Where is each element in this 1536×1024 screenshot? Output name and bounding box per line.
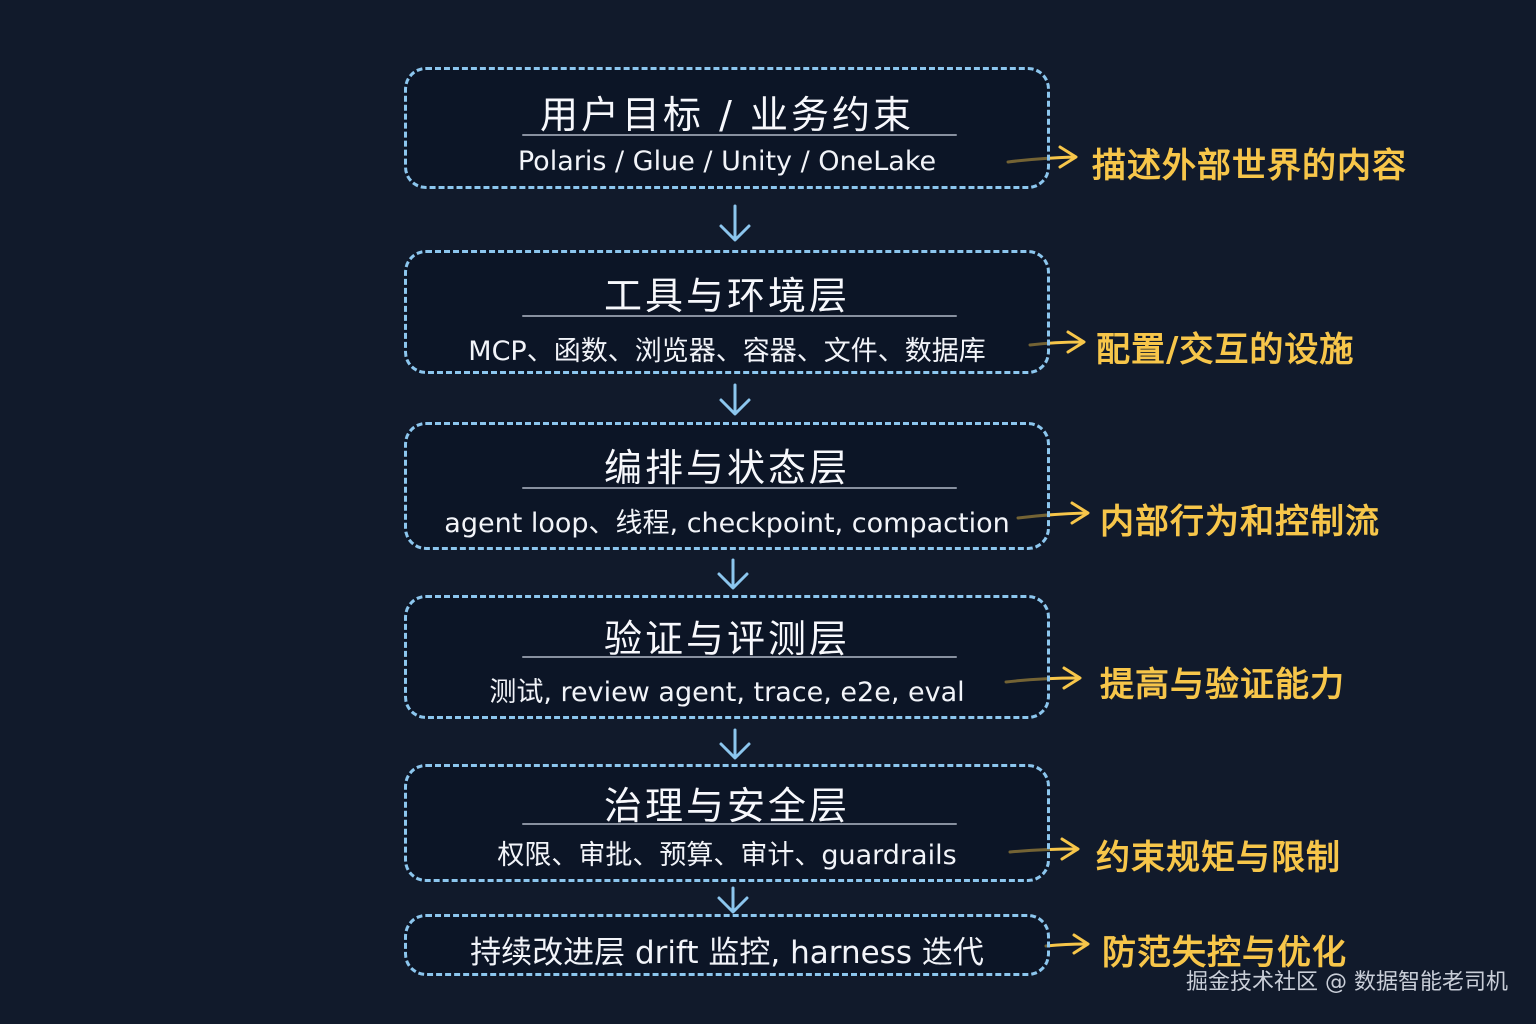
layer-divider — [522, 487, 958, 489]
layer-subtitle: agent loop、线程, checkpoint, compaction — [444, 508, 1010, 539]
watermark: 掘金技术社区 @ 数据智能老司机 — [1186, 970, 1508, 995]
layer-subtitle: 权限、审批、预算、审计、guardrails — [497, 840, 957, 871]
layer-box-verification-evaluation: 验证与评测层 测试, review agent, trace, e2e, eva… — [404, 595, 1050, 719]
layer-box-continuous-improvement: 持续改进层 drift 监控, harness 迭代 — [404, 914, 1050, 976]
flow-arrow-1-2 — [719, 204, 751, 242]
layer-title: 持续改进层 drift 监控, harness 迭代 — [470, 935, 984, 971]
layer-box-tools-environment: 工具与环境层 MCP、函数、浏览器、容器、文件、数据库 — [404, 250, 1050, 374]
layer-divider — [522, 315, 958, 317]
layer-title: 工具与环境层 — [603, 274, 850, 318]
flow-arrow-2-3 — [719, 383, 751, 416]
layer-divider — [522, 656, 958, 658]
layer-subtitle: MCP、函数、浏览器、容器、文件、数据库 — [468, 336, 986, 367]
layer-title: 用户目标 / 业务约束 — [540, 93, 914, 137]
layer-title: 编排与状态层 — [603, 446, 850, 490]
layer-box-orchestration-state: 编排与状态层 agent loop、线程, checkpoint, compac… — [404, 422, 1050, 550]
layer-note: 提高与验证能力 — [1100, 665, 1345, 705]
layer-divider — [522, 823, 958, 825]
layer-box-user-goals: 用户目标 / 业务约束 Polaris / Glue / Unity / One… — [404, 67, 1050, 189]
layer-note: 防范失控与优化 — [1102, 933, 1347, 973]
layer-note: 配置/交互的设施 — [1096, 330, 1355, 370]
layer-note: 描述外部世界的内容 — [1092, 146, 1407, 186]
flow-arrow-4-5 — [719, 728, 751, 760]
layer-divider — [522, 134, 958, 136]
layer-title: 验证与评测层 — [603, 617, 850, 661]
flow-arrow-5-6 — [717, 886, 749, 914]
layer-box-governance-security: 治理与安全层 权限、审批、预算、审计、guardrails — [404, 764, 1050, 882]
note-arrow-6 — [1044, 933, 1090, 955]
layer-subtitle: 测试, review agent, trace, e2e, eval — [489, 677, 965, 708]
layer-note: 约束规矩与限制 — [1096, 838, 1341, 878]
flow-arrow-3-4 — [717, 558, 749, 590]
layer-title: 治理与安全层 — [603, 784, 850, 828]
layer-note: 内部行为和控制流 — [1100, 502, 1380, 542]
layer-subtitle: Polaris / Glue / Unity / OneLake — [517, 146, 937, 177]
